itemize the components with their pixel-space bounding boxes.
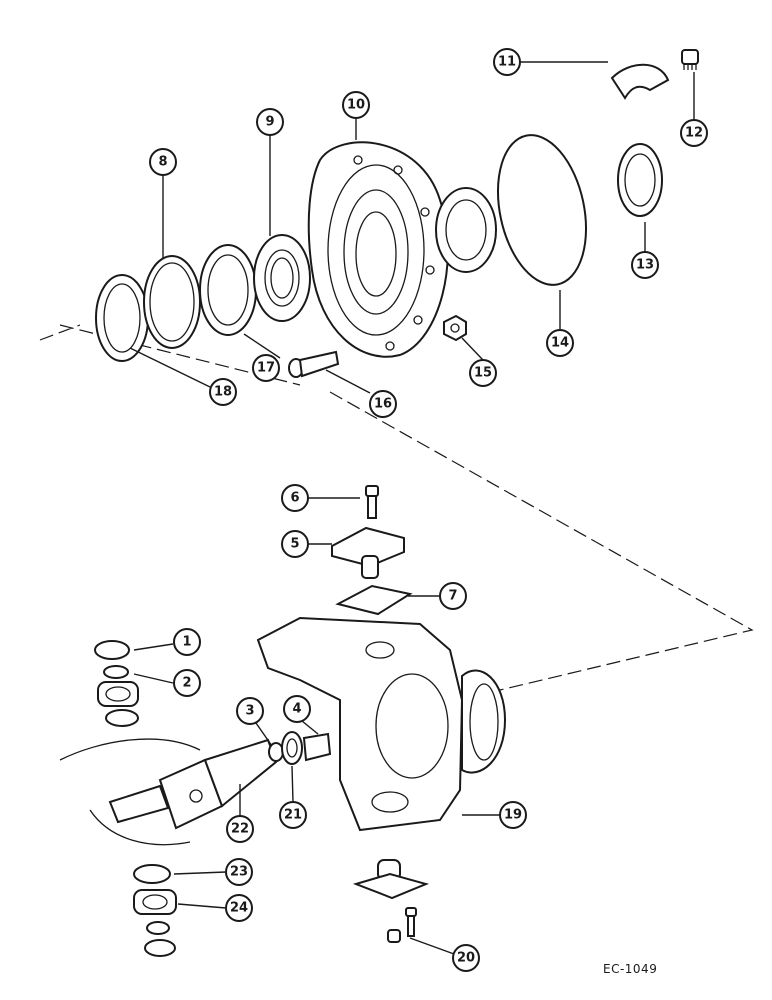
callout-13: 13 <box>631 251 659 279</box>
callout-19: 19 <box>499 801 527 829</box>
king-pin-bottom <box>352 859 430 900</box>
svg-text:17: 17 <box>257 361 275 376</box>
svg-text:7: 7 <box>448 589 457 604</box>
callout-23: 23 <box>225 858 253 886</box>
callout-2: 2 <box>173 669 201 697</box>
bolt-16 <box>288 350 340 378</box>
svg-text:2: 2 <box>182 676 191 691</box>
svg-text:10: 10 <box>347 98 365 113</box>
shim-7 <box>335 584 413 616</box>
screw-12 <box>681 49 699 70</box>
cap-1 <box>94 640 130 660</box>
hub-flange-10 <box>307 141 449 358</box>
svg-text:9: 9 <box>265 115 274 130</box>
reference-code: EC-1049 <box>603 962 657 976</box>
callout-11: 11 <box>493 48 521 76</box>
nut-15 <box>443 314 467 342</box>
svg-text:24: 24 <box>230 901 248 916</box>
callout-15: 15 <box>469 359 497 387</box>
svg-text:4: 4 <box>292 702 301 717</box>
ring-8 <box>143 255 201 349</box>
bearing-24 <box>133 889 177 915</box>
bolt-6 <box>365 485 379 519</box>
svg-text:21: 21 <box>284 808 302 823</box>
leader-lines <box>129 61 695 955</box>
callout-18: 18 <box>209 378 237 406</box>
svg-text:1: 1 <box>182 635 191 650</box>
callout-21: 21 <box>279 801 307 829</box>
washer-2 <box>103 665 129 679</box>
callout-12: 12 <box>680 119 708 147</box>
svg-text:12: 12 <box>685 126 703 141</box>
bolt-20 <box>387 907 417 943</box>
svg-text:8: 8 <box>158 155 167 170</box>
swivel-housing-19 <box>256 616 507 832</box>
callout-6: 6 <box>281 484 309 512</box>
svg-text:15: 15 <box>474 366 492 381</box>
svg-text:5: 5 <box>290 537 299 552</box>
lock-plate-11 <box>610 63 670 100</box>
callout-8: 8 <box>149 148 177 176</box>
bearing-top <box>97 681 139 707</box>
svg-text:19: 19 <box>504 808 522 823</box>
callout-20: 20 <box>452 944 480 972</box>
callout-1: 1 <box>173 628 201 656</box>
cap-23 <box>133 864 171 884</box>
seal-ring-18 <box>95 274 149 362</box>
nut-13 <box>617 143 663 217</box>
svg-text:13: 13 <box>636 258 654 273</box>
svg-text:20: 20 <box>457 951 475 966</box>
callout-22: 22 <box>226 815 254 843</box>
callout-16: 16 <box>369 390 397 418</box>
washer-lower-2 <box>144 939 176 957</box>
seal-21 <box>281 731 303 765</box>
bearing-cone-9 <box>253 234 311 322</box>
bearing-cup <box>435 187 497 273</box>
callout-9: 9 <box>256 108 284 136</box>
callout-4: 4 <box>283 695 311 723</box>
svg-text:23: 23 <box>230 865 248 880</box>
ring-17 <box>199 244 257 336</box>
svg-text:6: 6 <box>290 491 299 506</box>
o-ring-14 <box>496 134 588 286</box>
seal-top <box>105 709 139 727</box>
svg-text:16: 16 <box>374 397 392 412</box>
callout-14: 14 <box>546 329 574 357</box>
svg-text:14: 14 <box>551 336 569 351</box>
bush-4 <box>302 732 332 762</box>
callout-10: 10 <box>342 91 370 119</box>
svg-text:18: 18 <box>214 385 232 400</box>
callout-7: 7 <box>439 582 467 610</box>
king-pin-cap-5 <box>331 526 405 579</box>
callout-24: 24 <box>225 894 253 922</box>
callout-3: 3 <box>236 697 264 725</box>
callout-17: 17 <box>252 354 280 382</box>
svg-text:3: 3 <box>245 704 254 719</box>
washer-lower-1 <box>146 921 170 935</box>
svg-text:22: 22 <box>231 822 249 837</box>
svg-text:11: 11 <box>498 55 516 70</box>
callout-5: 5 <box>281 530 309 558</box>
